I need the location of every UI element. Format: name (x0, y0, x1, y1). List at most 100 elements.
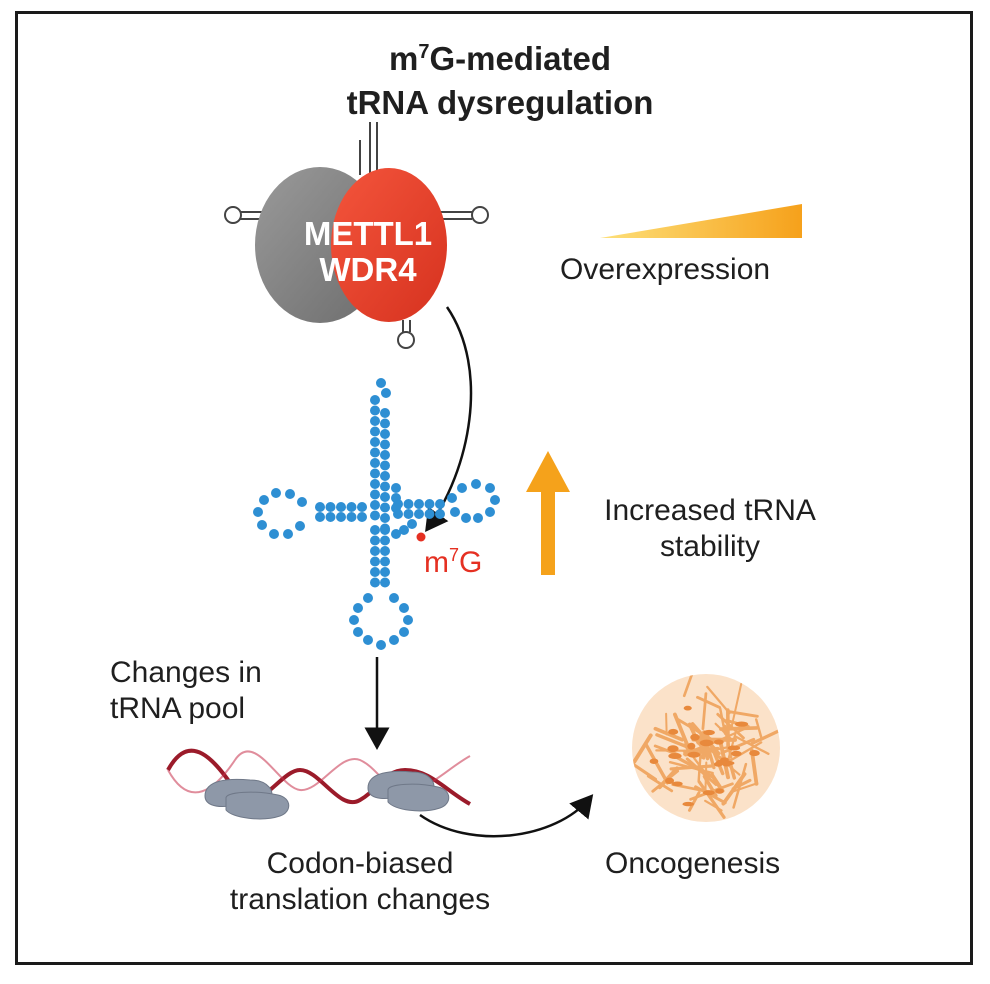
trna-nucleotide-bead (285, 489, 295, 499)
overexpression-wedge (600, 204, 802, 238)
trna-nucleotide-bead (414, 499, 424, 509)
tumor-nucleus (668, 728, 679, 735)
trna-nucleotide-bead (380, 439, 390, 450)
trna-nucleotide-bead (271, 488, 281, 498)
oncogenesis-arrow (419, 794, 594, 838)
trna-nucleotide-bead (370, 405, 380, 416)
tumor-fiber (701, 692, 708, 730)
tumor-nucleus (690, 733, 700, 741)
tumor-nucleus (699, 739, 714, 747)
trna-nucleotide-bead (380, 513, 390, 523)
tumor-nucleus (715, 788, 724, 794)
trna-nucleotide-bead (471, 479, 481, 489)
trna-nucleotide-bead (336, 512, 346, 522)
trna-nucleotide-bead (399, 525, 409, 535)
trna-nucleotide-bead (370, 426, 380, 437)
tumor-nucleus (727, 745, 741, 751)
trna-nucleotide-bead (370, 567, 380, 577)
trna-nucleotide-bead (435, 499, 445, 509)
tumor-nucleus (667, 745, 679, 753)
trna-nucleotide-bead (381, 388, 391, 398)
trna-nucleotide-bead (370, 468, 380, 479)
trna-nucleotide-bead (391, 503, 401, 513)
protein2-label: WDR4 (319, 251, 417, 288)
trna-nucleotide-bead (380, 450, 390, 460)
tumor-cell-mass (632, 674, 780, 822)
trna-nucleotide-bead (424, 509, 435, 519)
trna-nucleotide-bead (457, 483, 467, 493)
trna-nucleotide-bead (370, 458, 380, 468)
oncogenesis-label: Oncogenesis (605, 847, 781, 880)
tumor-fiber (731, 778, 752, 791)
tumor-fiber (646, 774, 674, 793)
tumor-nucleus (683, 705, 692, 711)
trna-nucleotide-bead (380, 567, 390, 577)
trna-nucleotide-bead (295, 521, 305, 531)
ribosome-1 (204, 778, 290, 820)
tumor-fiber (653, 726, 684, 742)
trna-nucleotide-bead (370, 447, 380, 458)
trna-nucleotide-bead (380, 556, 390, 567)
trna-nucleotide-bead (325, 502, 336, 512)
trna-nucleotide-bead (389, 593, 399, 603)
trna-nucleotide-bead (315, 502, 325, 512)
trna-nucleotide-bead (389, 635, 399, 645)
tumor-nucleus (702, 790, 715, 796)
tumor-fiber (749, 748, 759, 786)
tumor-fiber (644, 742, 670, 785)
stability-up-arrow (526, 451, 570, 575)
tumor-nucleus (724, 760, 735, 766)
trna-nucleotide-bead (399, 627, 409, 637)
trna-nucleotide-bead (391, 493, 401, 503)
trna-nucleotide-bead (380, 471, 390, 481)
tumor-nucleus (713, 739, 724, 745)
tumor-fiber (697, 780, 726, 819)
trna-cloverleaf (253, 378, 500, 650)
trna-nucleotide-bead (370, 546, 380, 556)
trna-nucleotide-bead (380, 577, 390, 588)
trna-nucleotide-bead (380, 481, 390, 492)
trna-nucleotide-bead (257, 520, 267, 530)
tumor-nucleus (687, 742, 696, 750)
trna-nucleotide-bead (370, 479, 380, 489)
tumor-nucleus (649, 758, 659, 764)
trna-nucleotide-bead (370, 510, 380, 521)
figure-title: m7G-mediated tRNA dysregulation (240, 30, 760, 125)
trna-nucleotide-bead (380, 460, 390, 471)
tumor-nucleus (687, 751, 701, 758)
title-line-2: tRNA dysregulation (346, 84, 654, 121)
trna-nucleotide-bead (391, 529, 401, 539)
trna-nucleotide-bead (447, 493, 457, 503)
mrna-strand (166, 748, 471, 806)
tumor-fiber (632, 733, 653, 764)
tumor-fiber (719, 726, 759, 731)
trna-nucleotide-bead (380, 418, 390, 429)
overexpression-label: Overexpression (560, 253, 771, 286)
tumor-fiber (732, 762, 748, 809)
tumor-nucleus (749, 750, 760, 757)
trna-nucleotide-bead (450, 507, 460, 517)
wdr4-subunit (331, 168, 447, 322)
tumor-nucleus (665, 777, 675, 784)
tumor-fiber (750, 725, 780, 746)
tumor-fiber (754, 718, 763, 741)
trna-nucleotide-bead (376, 378, 386, 388)
trna-nucleotide-bead (370, 525, 380, 535)
protein1-label: METTL1 (304, 215, 432, 252)
m7g-dot (416, 532, 426, 542)
trna-nucleotide-bead (490, 495, 500, 505)
trna-nucleotide-bead (461, 513, 471, 523)
trna-nucleotide-bead (370, 577, 380, 588)
trna-nucleotide-bead (370, 437, 380, 447)
tumor-fiber (734, 735, 770, 756)
trna-nucleotide-bead (370, 556, 380, 567)
trna-nucleotide-bead (349, 615, 359, 625)
trna-nucleotide-bead (283, 529, 293, 539)
tumor-fiber (706, 685, 731, 715)
tumor-nucleus (703, 729, 715, 736)
translation-label: Codon-biased translation changes (229, 847, 491, 916)
trna-nucleotide-bead (403, 509, 414, 519)
trna-nucleotide-bead (435, 509, 445, 519)
trna-nucleotide-bead (336, 502, 346, 512)
trna-nucleotide-bead (353, 603, 363, 613)
